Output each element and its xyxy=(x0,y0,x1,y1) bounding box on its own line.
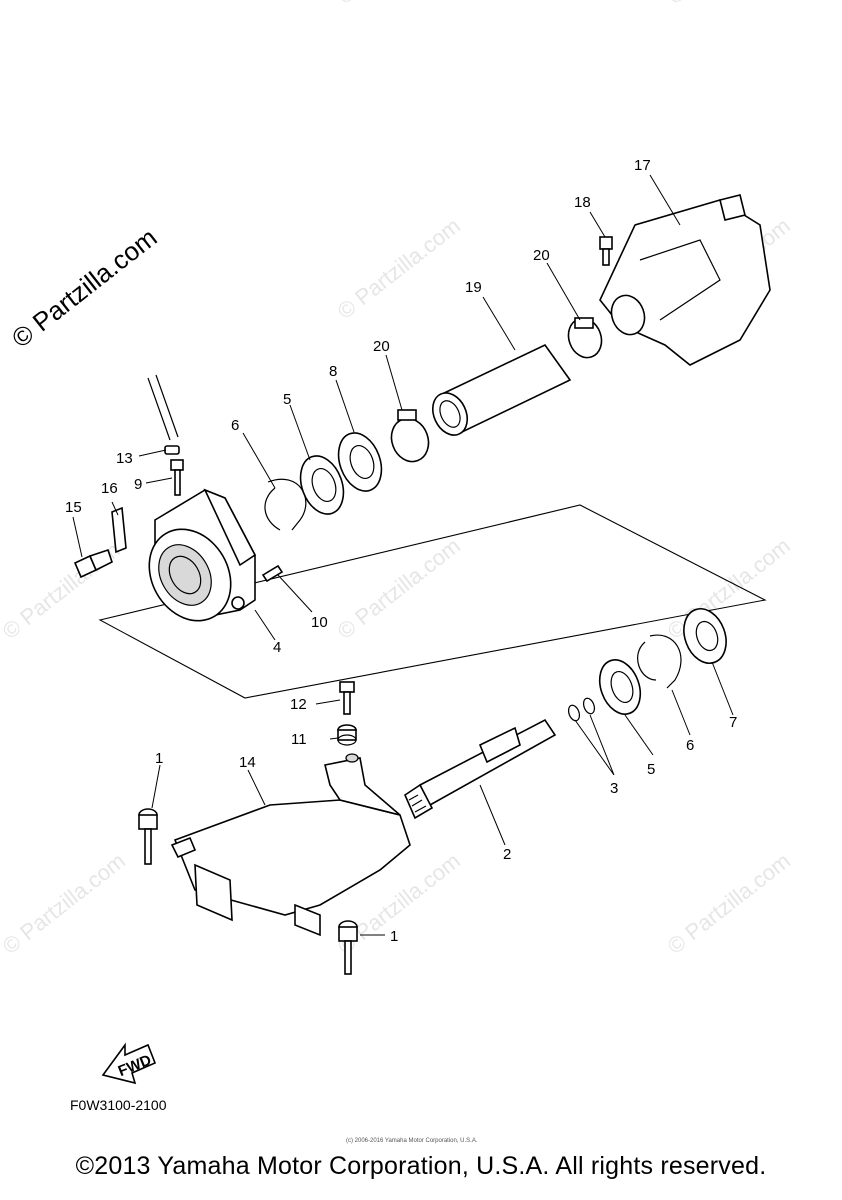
part-1-grommet-lower xyxy=(338,920,358,975)
part-5-bearing xyxy=(299,455,345,515)
part-6-circlip-lower xyxy=(637,634,682,689)
callout-5: 5 xyxy=(283,391,291,408)
watermark: © Partzilla.com xyxy=(663,0,795,9)
callout-17: 17 xyxy=(634,157,651,174)
watermark: © Partzilla.com xyxy=(333,533,465,644)
part-10-pin xyxy=(261,564,284,583)
callout-9: 9 xyxy=(134,476,142,493)
callout-1: 1 xyxy=(155,750,163,767)
part-15-bolt xyxy=(73,548,113,579)
callout-4: 4 xyxy=(273,639,281,656)
callout-18: 18 xyxy=(574,194,591,211)
callout-20: 20 xyxy=(373,338,390,355)
callout-2: 2 xyxy=(503,846,511,863)
callout-8: 8 xyxy=(329,363,337,380)
callout-15: 15 xyxy=(65,499,82,516)
callout-7: 7 xyxy=(729,714,737,731)
part-1-grommet xyxy=(138,808,158,865)
part-20-clamp-upper xyxy=(567,317,603,359)
part-2-shaft xyxy=(403,718,557,820)
fwd-arrow-icon: FWD xyxy=(101,1042,157,1085)
part-6-circlip xyxy=(264,478,307,531)
part-18-bolt xyxy=(599,236,613,266)
watermark: © Partzilla.com xyxy=(663,848,795,959)
cable xyxy=(147,374,179,441)
callout-10: 10 xyxy=(311,614,328,631)
part-20-clamp xyxy=(390,409,430,463)
part-4-housing xyxy=(148,488,257,622)
callout-11: 11 xyxy=(291,731,307,748)
part-13-fitting xyxy=(164,445,180,455)
callouts: 1 1 2 3 4 5 5 6 6 7 8 9 10 11 12 13 14 1… xyxy=(65,157,737,945)
callout-14: 14 xyxy=(239,754,256,771)
part-5-bearing-lower xyxy=(598,659,642,715)
part-8-seal xyxy=(337,432,383,492)
watermark: © Partzilla.com xyxy=(333,0,465,9)
diagram-code: F0W3100-2100 xyxy=(70,1097,167,1113)
assembly-outline xyxy=(98,504,767,699)
part-7-bearing xyxy=(683,608,727,664)
callout-13: 13 xyxy=(116,450,133,467)
callout-12: 12 xyxy=(290,696,307,713)
part-9-bolt xyxy=(170,459,184,496)
part-14-housing xyxy=(170,753,411,937)
part-17-duct xyxy=(599,194,771,366)
part-11-collar xyxy=(337,724,357,746)
callout-20: 20 xyxy=(533,247,550,264)
leader-lines xyxy=(72,174,734,936)
part-19-hose xyxy=(431,343,572,436)
tiny-copyright: (c) 2006-2016 Yamaha Motor Corporation, … xyxy=(346,1138,478,1144)
callout-19: 19 xyxy=(465,279,482,296)
watermark: © Partzilla.com xyxy=(663,533,795,644)
callout-6: 6 xyxy=(686,737,694,754)
watermark: © Partzilla.com xyxy=(333,213,465,324)
callout-1: 1 xyxy=(390,928,398,945)
watermark: © Partzilla.com xyxy=(0,848,130,959)
callout-3: 3 xyxy=(610,780,618,797)
part-16-plate xyxy=(111,506,127,554)
callout-6: 6 xyxy=(231,417,239,434)
part-3-orings xyxy=(567,697,596,722)
callout-5: 5 xyxy=(647,761,655,778)
watermark: © Partzilla.com xyxy=(0,533,130,644)
copyright-notice: ©2013 Yamaha Motor Corporation, U.S.A. A… xyxy=(75,1152,767,1180)
part-12-bolt xyxy=(339,681,355,715)
callout-16: 16 xyxy=(101,480,118,497)
